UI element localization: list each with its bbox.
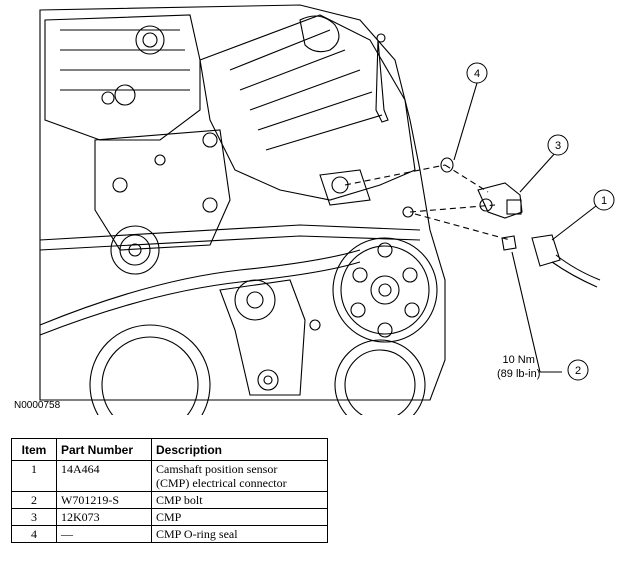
svg-text:1: 1 bbox=[601, 195, 607, 207]
table-header-row: Item Part Number Description bbox=[11, 438, 328, 461]
engine-illustration: 4 3 1 2 bbox=[39, 4, 615, 415]
parts-table: Item Part Number Description 1 14A464 Ca… bbox=[11, 438, 328, 543]
svg-text:3: 3 bbox=[555, 140, 561, 152]
exploded-view-lines bbox=[344, 164, 511, 241]
header-description: Description bbox=[151, 438, 328, 461]
torque-lbin: (89 lb-in) bbox=[497, 368, 541, 380]
cell-description: Camshaft position sensor (CMP) electrica… bbox=[151, 460, 328, 492]
description-line: (CMP) electrical connector bbox=[156, 476, 287, 490]
callout-4: 4 bbox=[466, 62, 488, 84]
cmp-electrical-connector bbox=[531, 234, 601, 288]
callout-1: 1 bbox=[593, 189, 615, 211]
cell-item: 2 bbox=[11, 491, 57, 509]
header-part-number: Part Number bbox=[56, 438, 152, 461]
callout-3: 3 bbox=[547, 134, 569, 156]
cell-description: CMP bolt bbox=[151, 491, 328, 509]
water-pump-pulley bbox=[332, 237, 438, 343]
torque-spec: 10 Nm (89 lb-in) bbox=[497, 353, 540, 381]
callout-2: 2 bbox=[567, 359, 589, 381]
cmp-sensor bbox=[477, 182, 523, 219]
header-item: Item bbox=[11, 438, 57, 461]
cell-part-number: W701219-S bbox=[56, 491, 152, 509]
description-line: Camshaft position sensor bbox=[156, 462, 278, 476]
table-row: 4 — CMP O-ring seal bbox=[11, 525, 328, 543]
svg-text:4: 4 bbox=[474, 68, 480, 80]
cell-item: 4 bbox=[11, 525, 57, 543]
o-ring-seal bbox=[440, 157, 454, 173]
svg-text:2: 2 bbox=[575, 365, 581, 377]
cell-part-number: — bbox=[56, 525, 152, 543]
cell-item: 3 bbox=[11, 508, 57, 526]
cell-part-number: 14A464 bbox=[56, 460, 152, 492]
idler-pulley bbox=[110, 225, 160, 275]
cell-description: CMP O-ring seal bbox=[151, 525, 328, 543]
table-row: 2 W701219-S CMP bolt bbox=[11, 491, 328, 509]
crankshaft-pulley bbox=[89, 324, 211, 415]
valve-cover bbox=[199, 14, 416, 201]
cell-item: 1 bbox=[11, 460, 57, 492]
engine-block-outline bbox=[39, 4, 446, 401]
figure-id: N0000758 bbox=[14, 400, 61, 411]
table-row: 1 14A464 Camshaft position sensor (CMP) … bbox=[11, 460, 328, 492]
drive-belt bbox=[39, 224, 421, 251]
cell-description: CMP bbox=[151, 508, 328, 526]
torque-nm: 10 Nm bbox=[502, 354, 535, 366]
cmp-bolt bbox=[501, 235, 517, 251]
table-row: 3 12K073 CMP bbox=[11, 508, 328, 526]
cell-part-number: 12K073 bbox=[56, 508, 152, 526]
